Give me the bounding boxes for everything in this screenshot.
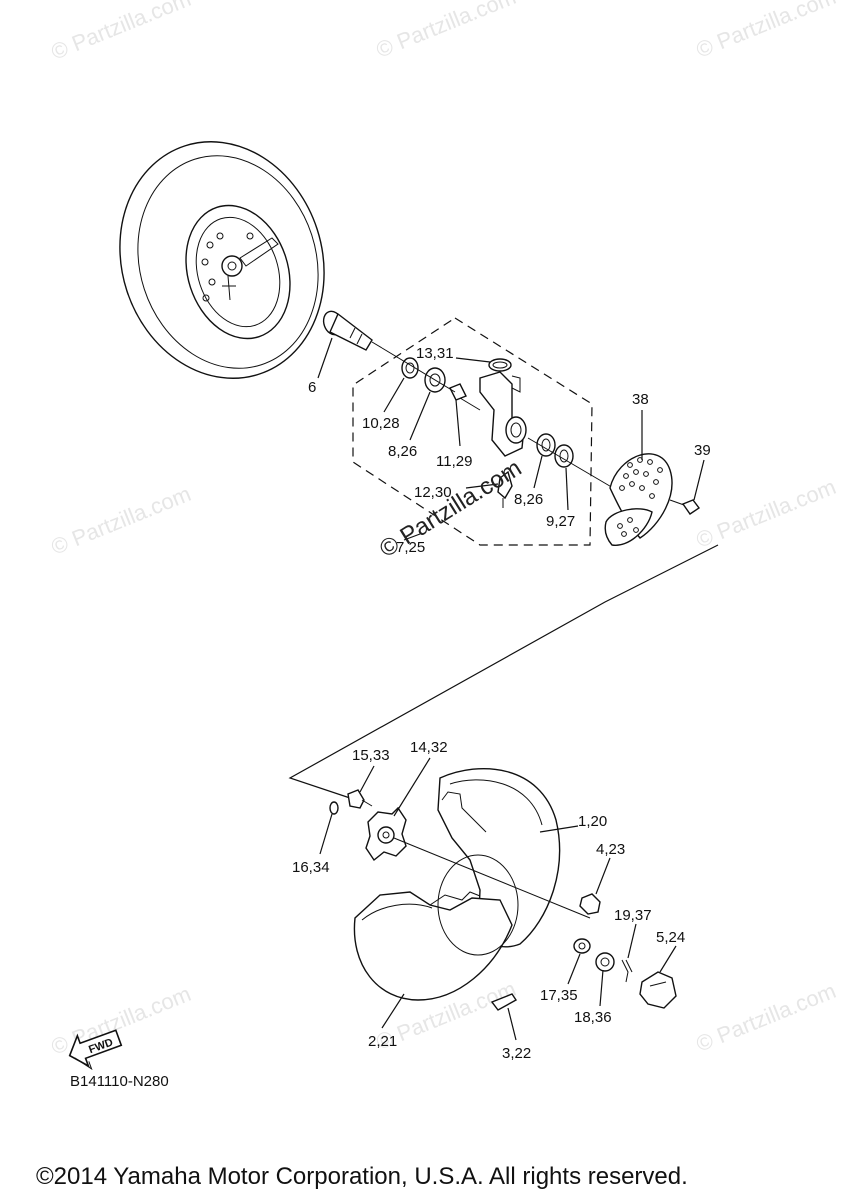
callout-14-32: 14,32 xyxy=(410,739,448,756)
cotter-pin-part xyxy=(621,959,633,983)
assembly-connector-line xyxy=(288,544,719,801)
assembled-wheel-illustration xyxy=(119,141,325,379)
callout-8-26-right: 8,26 xyxy=(514,491,543,508)
valve-stem-part xyxy=(490,993,518,1011)
callout-7-25: 7,25 xyxy=(396,539,425,556)
axle-washer-part xyxy=(573,938,591,954)
watermark: © Partzilla.com xyxy=(48,0,195,65)
hub-cap-part xyxy=(639,971,677,1009)
callout-10-28: 10,28 xyxy=(362,415,400,432)
callout-8-26: 8,26 xyxy=(388,443,417,460)
watermark: © Partzilla.com xyxy=(48,481,195,560)
axle-nut-part xyxy=(595,952,615,972)
callout-9-27: 9,27 xyxy=(546,513,575,530)
axle-centerline xyxy=(381,347,621,493)
callout-2-21: 2,21 xyxy=(368,1033,397,1050)
callout-16-34: 16,34 xyxy=(292,859,330,876)
brake-disc-part xyxy=(604,453,673,546)
callout-15-33: 15,33 xyxy=(352,747,390,764)
knuckle-assembly-boundary xyxy=(352,317,593,546)
diagram-code: B141110-N280 xyxy=(70,1073,169,1090)
copyright-notice: ©2014 Yamaha Motor Corporation, U.S.A. A… xyxy=(36,1163,688,1190)
steering-knuckle-parts xyxy=(401,357,574,508)
wheel-hub-part xyxy=(365,806,591,919)
callout-17-35: 17,35 xyxy=(540,987,578,1004)
watermark: © Partzilla.com xyxy=(693,978,840,1057)
callout-6: 6 xyxy=(308,379,316,396)
leader-lines xyxy=(317,337,705,1041)
watermark: © Partzilla.com xyxy=(48,981,195,1060)
callout-labels: 6 10,28 13,31 8,26 11,29 12,30 7,25 38 3… xyxy=(292,345,711,1062)
callout-39: 39 xyxy=(694,442,711,459)
watermark: © Partzilla.com xyxy=(693,0,840,63)
callout-5-24: 5,24 xyxy=(656,929,685,946)
callout-18-36: 18,36 xyxy=(574,1009,612,1026)
hub-bolt-part xyxy=(347,789,373,809)
disc-bolt-part xyxy=(669,499,701,515)
partzilla-overlay-watermark: © Partzilla.com xyxy=(375,454,526,563)
rim-inner-half-part xyxy=(353,854,519,1001)
callout-12-30: 12,30 xyxy=(414,484,452,501)
front-axle-part xyxy=(322,310,383,351)
watermark: © Partzilla.com xyxy=(373,0,520,63)
callout-3-22: 3,22 xyxy=(502,1045,531,1062)
callout-19-37: 19,37 xyxy=(614,907,652,924)
rim-nut-part xyxy=(579,893,601,915)
o-ring-part xyxy=(329,801,339,815)
callout-11-29: 11,29 xyxy=(436,453,472,470)
callout-13-31: 13,31 xyxy=(416,345,454,362)
callout-38: 38 xyxy=(632,391,649,408)
watermark: © Partzilla.com xyxy=(693,474,840,553)
callout-1-20: 1,20 xyxy=(578,813,607,830)
callout-4-23: 4,23 xyxy=(596,841,625,858)
